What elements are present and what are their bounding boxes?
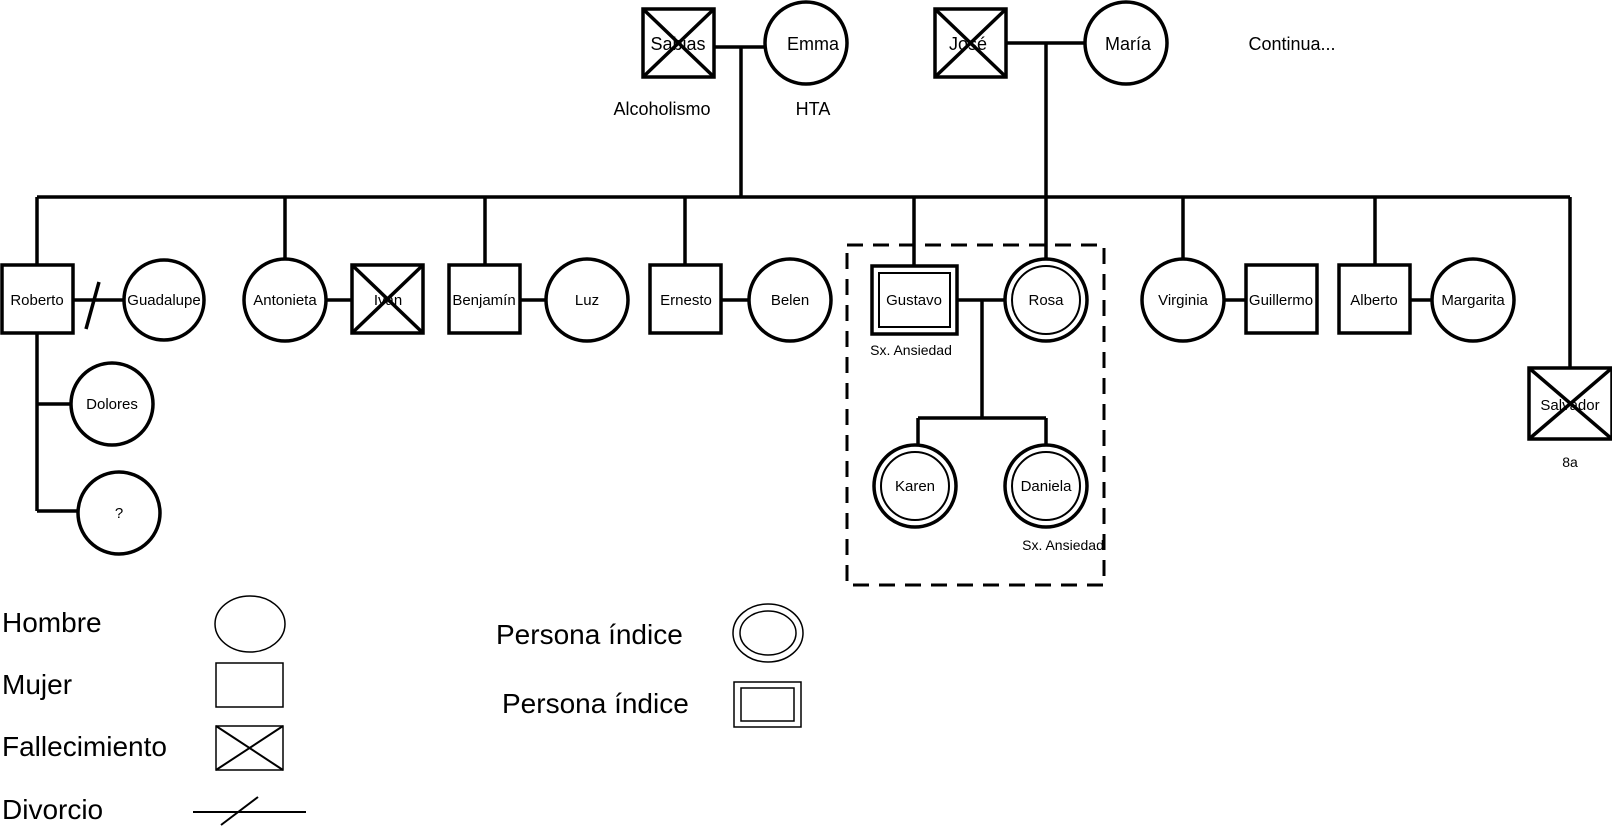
person-luz-name: Luz [575,292,599,309]
person-antonieta-name: Antonieta [253,292,317,309]
deceased-cross-jose [933,7,1008,79]
legend-indice-square-inner [740,687,795,722]
person-jose-name: José [949,34,987,54]
person-ernesto-name: Ernesto [660,292,712,309]
person-daniela-inner-circle [1011,451,1081,521]
legend-hombre-symbol [214,595,286,653]
person-luz-circle [544,257,630,343]
person-daniela-outer-circle [1003,443,1089,529]
person-maria-name: María [1105,34,1152,54]
person-unknown-name: ? [115,505,123,522]
person-guadalupe-name: Guadalupe [127,292,200,309]
person-daniela-name: Daniela [1021,478,1073,495]
person-ivan-name: Iván [374,292,402,309]
legend-mujer-symbol [215,662,284,708]
person-margarita-circle [1430,257,1516,343]
person-rosa-outer-circle [1003,257,1089,343]
person-margarita-name: Margarita [1441,292,1505,309]
person-karen-inner-circle [880,451,950,521]
person-emma-name: Emma [787,34,840,54]
deceased-cross-salvador [1527,366,1612,441]
person-rosa-inner-circle [1011,265,1081,335]
person-virginia-name: Virginia [1158,292,1208,309]
legend-fallecimiento-label: Fallecimiento [2,731,167,762]
note-salvador: 8a [1562,454,1578,470]
continua-text: Continua... [1248,34,1335,54]
person-salvador-name: Salvador [1540,397,1599,414]
legend-divorcio-slash [220,796,259,826]
note-daniela: Sx. Ansiedad [1022,537,1104,553]
deceased-cross-ivan [350,263,425,335]
person-dolores-circle [69,361,155,447]
legend-mujer-label: Mujer [2,669,72,700]
person-guillermo-name: Guillermo [1249,292,1313,309]
divorce-mark [84,281,101,330]
legend-fallecimiento-cross [215,725,284,771]
person-emma-circle [763,0,849,86]
person-roberto-name: Roberto [10,292,63,309]
person-roberto-square [0,263,75,335]
legend-hombre-label: Hombre [2,607,102,638]
person-gustavo-name: Gustavo [886,292,942,309]
person-unknown-circle [76,470,162,556]
note-sabias: Alcoholismo [613,99,710,119]
note-emma: HTA [796,99,831,119]
person-benjamin-name: Benjamín [452,292,515,309]
person-belen-circle [747,257,833,343]
note-gustavo: Sx. Ansiedad [870,342,952,358]
person-karen-name: Karen [895,478,935,495]
person-alberto-name: Alberto [1350,292,1398,309]
person-rosa-name: Rosa [1028,292,1064,309]
legend-indice-square-label: Persona índice [502,688,689,719]
nuclear-family-box [845,243,1106,587]
legend-indice-circle-label: Persona índice [496,619,683,650]
person-dolores-name: Dolores [86,396,138,413]
person-guadalupe-circle [122,258,206,342]
legend-indice-circle-inner [739,610,797,656]
person-sabias-name: Sabias [650,34,705,54]
legend-divorcio-label: Divorcio [2,794,103,825]
person-gustavo-inner-square [878,272,951,328]
person-karen-outer-circle [872,443,958,529]
deceased-cross-sabias [641,7,716,79]
person-guillermo-square [1244,263,1319,335]
person-benjamin-square [447,263,522,335]
person-belen-name: Belen [771,292,809,309]
person-gustavo-outer-square [870,264,959,336]
